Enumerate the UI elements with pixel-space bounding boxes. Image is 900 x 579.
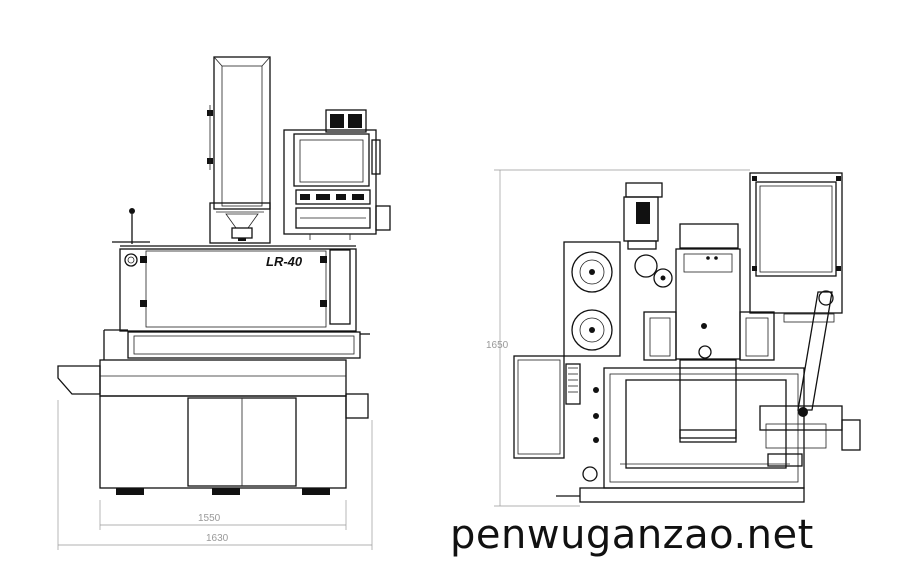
side-view: 1650 xyxy=(486,169,861,507)
front-view: LR-40 xyxy=(57,56,391,550)
z-column xyxy=(207,56,271,210)
wire-pulleys xyxy=(563,241,673,357)
machining-head xyxy=(209,202,271,244)
base-cabinet xyxy=(57,359,369,495)
side-guides xyxy=(643,311,775,361)
watermark-text: penwuganzao.net xyxy=(450,512,814,558)
side-arm xyxy=(759,290,861,467)
model-label: LR-40 xyxy=(266,254,303,269)
side-column xyxy=(623,182,741,360)
side-work-tank xyxy=(556,359,805,503)
electrical-cabinet xyxy=(749,172,843,323)
front-dimensions: 1550 1630 xyxy=(57,400,373,550)
dim-1630-label: 1630 xyxy=(206,533,229,544)
side-dimensions: 1650 xyxy=(486,169,750,507)
dim-1650-label: 1650 xyxy=(486,340,509,351)
work-tank: LR-40 xyxy=(112,208,357,332)
control-panel xyxy=(283,109,391,240)
machine-table xyxy=(103,329,370,360)
side-left-panel xyxy=(513,355,581,459)
dim-1550-label: 1550 xyxy=(198,513,221,524)
